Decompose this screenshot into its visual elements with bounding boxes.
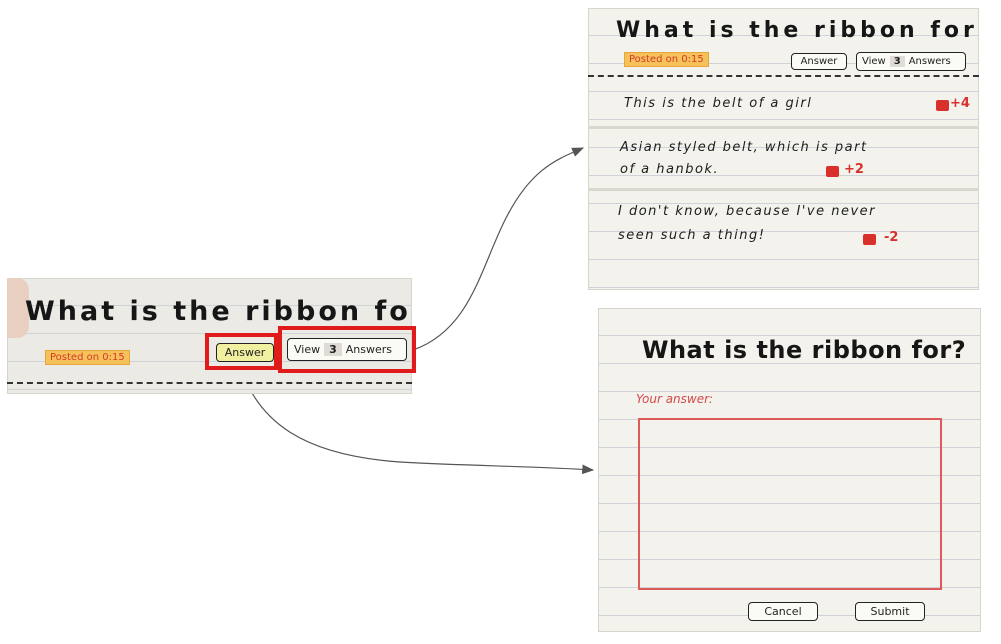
cancel-button-label: Cancel [764, 605, 802, 618]
finger [7, 278, 29, 338]
question-card: What is the ribbon for? Posted on 0:15 A… [7, 278, 412, 394]
answer-input-label: Your answer: [636, 392, 714, 406]
answer-form-card: What is the ribbon for? Your answer: Can… [598, 308, 981, 632]
answer-score: -2 [884, 230, 899, 245]
tear-line [7, 382, 412, 384]
answer-score: +2 [844, 162, 864, 177]
thumb-up-icon[interactable] [863, 234, 876, 245]
answers-view-answers-label: Answers [908, 56, 951, 67]
answer-text: I don't know, because I've never [618, 204, 877, 219]
answers-label: Answers [345, 343, 393, 356]
answer-text-line2: seen such a thing! [618, 228, 766, 243]
answer-text: This is the belt of a girl [624, 96, 813, 111]
posted-time: Posted on 0:15 [45, 350, 130, 365]
answer-text: Asian styled belt, which is part [620, 140, 868, 155]
view-label: View [294, 343, 321, 356]
answers-view-view-label: View [862, 56, 886, 67]
answers-view-title: What is the ribbon for? [616, 18, 979, 43]
submit-button[interactable]: Submit [855, 602, 925, 621]
fold-line [588, 188, 979, 191]
thumb-up-icon[interactable] [826, 166, 839, 177]
highlight-answer-button [205, 333, 278, 370]
answer-score: +4 [950, 96, 970, 111]
arrow-to-answers-view [412, 147, 585, 351]
answer-text-area[interactable] [638, 418, 942, 590]
answer-text-line2: of a hanbok. [620, 162, 720, 177]
thumb-up-icon[interactable] [936, 100, 949, 111]
highlight-view-answers-button [278, 326, 416, 373]
view-answers-button[interactable]: View 3 Answers [287, 338, 407, 361]
answers-view-answer-button[interactable]: Answer [791, 53, 847, 70]
answer-count-badge: 3 [324, 343, 342, 356]
cancel-button[interactable]: Cancel [748, 602, 818, 621]
answer-button-label: Answer [224, 346, 266, 359]
answers-view-posted: Posted on 0:15 [624, 52, 709, 67]
answer-button[interactable]: Answer [216, 343, 274, 362]
question-title: What is the ribbon for? [25, 296, 412, 327]
answers-view-view-button[interactable]: View 3 Answers [856, 52, 966, 71]
answers-view-count: 3 [889, 56, 905, 67]
submit-button-label: Submit [870, 605, 910, 618]
answers-view-card: What is the ribbon for? Posted on 0:15 A… [588, 8, 979, 290]
arrow-to-answer-form [241, 371, 595, 475]
answers-view-answer-label: Answer [800, 56, 838, 67]
fold-line [588, 126, 979, 129]
answers-view-tear-line [588, 75, 979, 77]
answer-form-title: What is the ribbon for? [642, 336, 967, 364]
